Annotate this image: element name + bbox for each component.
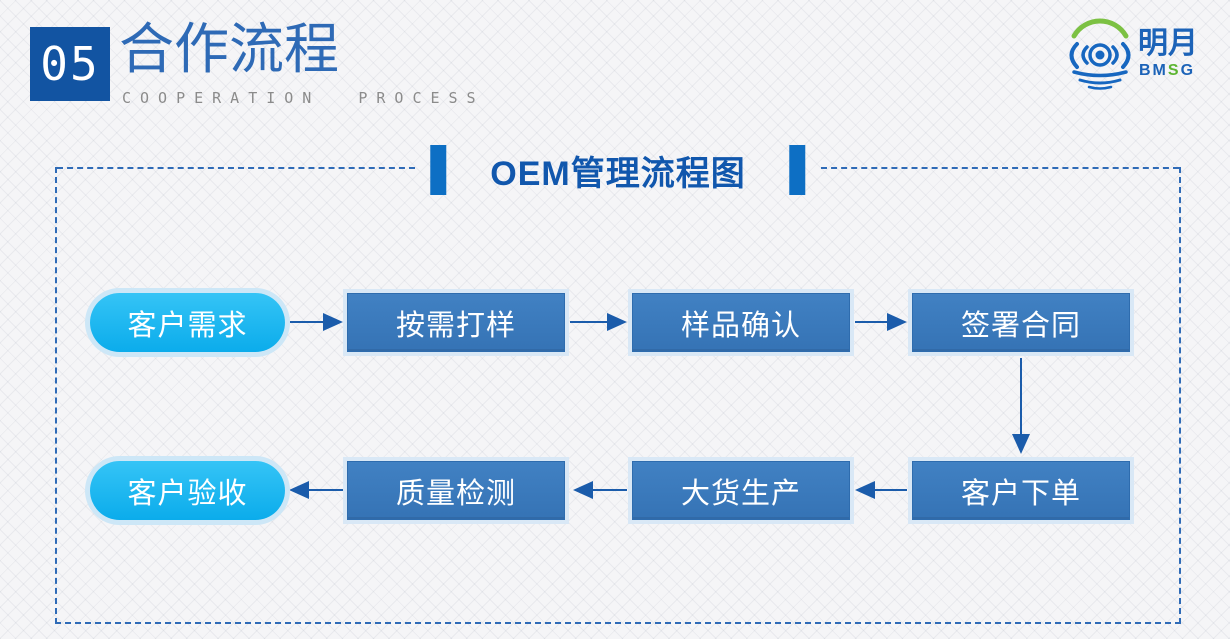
diagram-title: OEM管理流程图: [490, 154, 746, 193]
diagram-title-block: OEM管理流程图: [430, 145, 806, 195]
dashed-border-top-right: [821, 167, 1179, 169]
flow-arrows: [289, 313, 1030, 499]
flow-node-customer-order: 客户下单: [912, 461, 1130, 520]
flow-node-sign-contract: 签署合同: [912, 293, 1130, 352]
flow-node-customer-accept: 客户验收: [90, 461, 285, 520]
page-title: 合作流程: [119, 17, 340, 81]
logo-company-name: 明月: [1138, 27, 1198, 60]
flow-node-sample-confirm: 样品确认: [632, 293, 850, 352]
flow-node-sample-on-demand: 按需打样: [347, 293, 565, 352]
section-number: 05: [40, 37, 100, 91]
flow-node-customer-demand: 客户需求: [90, 293, 285, 352]
page-subtitle: COOPERATION PROCESS: [122, 89, 485, 107]
flowchart-panel: OEM管理流程图 客户需求 按需打样 样品确认 签署合同: [55, 145, 1181, 624]
company-logo: 明月 BMSG: [1069, 18, 1198, 90]
flow-node-quality-check: 质量检测: [347, 461, 565, 520]
section-number-box: 05: [30, 27, 110, 101]
dashed-border-top-left: [57, 167, 415, 169]
flow-node-bulk-production: 大货生产: [632, 461, 850, 520]
logo-company-abbr: BMSG: [1139, 62, 1195, 79]
globe-eye-icon: [1069, 18, 1131, 90]
accent-bar-right: [789, 145, 806, 195]
accent-bar-left: [430, 145, 447, 195]
